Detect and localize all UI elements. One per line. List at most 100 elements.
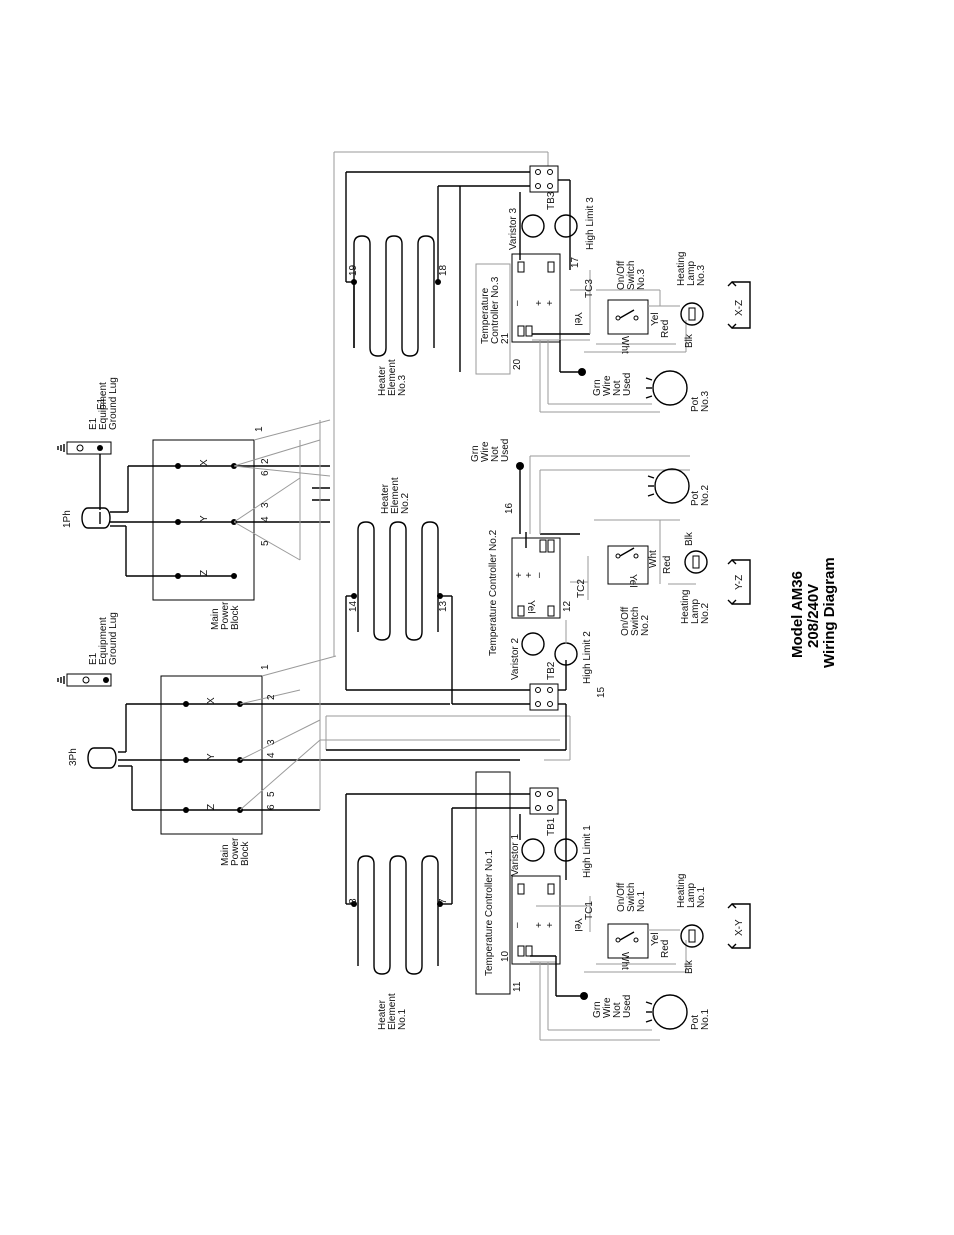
grn-3-l2: Wire	[602, 375, 613, 396]
tc1-yel: Yel	[572, 918, 583, 932]
temperature-controller-2	[511, 455, 690, 644]
switch-3-line1: On/Off	[616, 261, 627, 290]
controller-1-plus-b: +	[545, 922, 556, 928]
ground-lug-3ph	[57, 673, 112, 687]
wire-2-top: 2	[260, 458, 271, 464]
high-limit-3	[554, 214, 578, 238]
controller-2-plus-b: +	[524, 572, 535, 578]
switch-2-red: Red	[662, 556, 673, 574]
tb2-label: TB2	[546, 661, 557, 680]
title-voltage: 208/240V	[805, 584, 822, 648]
heater-3-no: No.3	[397, 374, 408, 396]
controller-1-minus: –	[512, 922, 523, 928]
ground-lug-1ph	[57, 441, 112, 510]
varistor-2	[521, 632, 545, 656]
tc2-yel: Yel	[525, 600, 536, 614]
power-block-3ph-line3: Block	[240, 841, 251, 866]
wire-4-top: 4	[260, 516, 271, 522]
high-limit-1-label: High Limit 1	[582, 825, 593, 878]
lamp-1-no: No.1	[696, 886, 707, 908]
title-model: Model AM36	[789, 571, 806, 658]
wire-2-bottom: 2	[266, 694, 277, 700]
temperature-controller-3	[475, 253, 660, 413]
pot-2-name: Pot	[690, 491, 701, 506]
switch-1-red: Red	[660, 940, 671, 958]
pot-1-no: No.1	[700, 1008, 711, 1030]
switch-1-line1: On/Off	[616, 883, 627, 912]
lamp-2-no: No.2	[700, 602, 711, 624]
ground-lug-1ph-e1: E1	[96, 397, 107, 410]
ground-lug-3ph-e1: E1	[88, 652, 99, 665]
ground-lug-1ph-line2: Ground Lug	[108, 377, 119, 430]
wire-3-top: 3	[260, 502, 271, 508]
varistor-3	[521, 214, 545, 238]
ground-lug-1ph-e1-label: E1	[88, 417, 99, 430]
varistor-3-label: Varistor 3	[508, 208, 519, 250]
switch-1-line2: Switch	[626, 883, 637, 912]
pair-bracket-yz	[727, 559, 751, 605]
pot-1	[645, 994, 688, 1030]
switch-3-wht: Wht	[619, 336, 630, 354]
wire-5-top: 5	[260, 540, 271, 546]
wire-10: 10	[500, 950, 511, 962]
high-limit-1	[554, 838, 578, 862]
wire-7: 7	[438, 898, 449, 904]
grn-2-l1: Grn	[470, 445, 481, 462]
switch-2-line1: On/Off	[620, 607, 631, 636]
terminal-block-tb1	[519, 787, 567, 880]
heating-lamp-2	[684, 550, 708, 574]
wire-3-bottom: 3	[266, 739, 277, 745]
heating-lamp-1	[680, 924, 704, 948]
controller-1-plus-a: +	[534, 922, 545, 928]
title-name: Wiring Diagram	[821, 557, 838, 668]
pair-xz-label: X-Z	[734, 300, 745, 316]
wire-4-bottom: 4	[266, 752, 277, 758]
power-block-1ph-y: Y	[199, 515, 210, 522]
power-block-3ph-line2: Power	[230, 837, 241, 866]
heater-element-2	[345, 521, 530, 705]
tc3-label: TC3	[584, 279, 595, 298]
pot-1-name: Pot	[690, 1015, 701, 1030]
power-block-1ph-line1: Main	[210, 608, 221, 630]
grn-3-l1: Grn	[592, 379, 603, 396]
power-block-3ph-x: X	[206, 697, 217, 704]
pot-2	[647, 468, 690, 504]
tb1-label: TB1	[546, 817, 557, 836]
wire-6-top: 6	[260, 470, 271, 476]
wire-21: 21	[500, 332, 511, 344]
switch-3-line2: Switch	[626, 261, 637, 290]
power-block-3ph-line1: Main	[220, 844, 231, 866]
grn-1-l3: Not	[612, 1002, 623, 1018]
terminal-block-tb2	[326, 660, 567, 751]
main-power-block-3ph	[125, 655, 520, 835]
wire-1-top: 1	[254, 426, 265, 432]
heater-element-3	[345, 171, 530, 357]
heater-2-line2: Element	[390, 477, 401, 514]
switch-2-wht: Wht	[648, 550, 659, 568]
temperature-controller-1	[475, 771, 660, 1041]
grn-1-l2: Wire	[602, 997, 613, 1018]
heater-3-line1: Heater	[377, 365, 388, 396]
tc1-label: TC1	[584, 901, 595, 920]
switch-2-blk: Blk	[684, 531, 695, 546]
lamp-1-line1: Heating	[676, 874, 687, 908]
pair-yz-label: Y-Z	[734, 575, 745, 590]
heater-2-no: No.2	[400, 492, 411, 514]
wire-13: 13	[438, 600, 449, 612]
power-cord-1ph	[81, 507, 178, 529]
high-limit-3-label: High Limit 3	[585, 197, 596, 250]
switch-3-yel: Yel	[650, 312, 661, 326]
grn-2-l4: Used	[500, 439, 511, 462]
tc3-yel: Yel	[572, 312, 583, 326]
heater-1-no: No.1	[397, 1008, 408, 1030]
lamp-2-line1: Heating	[680, 590, 691, 624]
on-off-switch-1	[584, 923, 687, 973]
switch-1-wht: Wht	[619, 952, 630, 970]
pot-2-no: No.2	[700, 484, 711, 506]
varistor-1	[521, 838, 545, 862]
control-wiring	[299, 151, 571, 810]
switch-1-no: No.1	[636, 890, 647, 912]
wire-20: 20	[512, 358, 523, 370]
power-block-1ph-line2: Power	[220, 601, 231, 630]
grn-3-l4: Used	[622, 373, 633, 396]
